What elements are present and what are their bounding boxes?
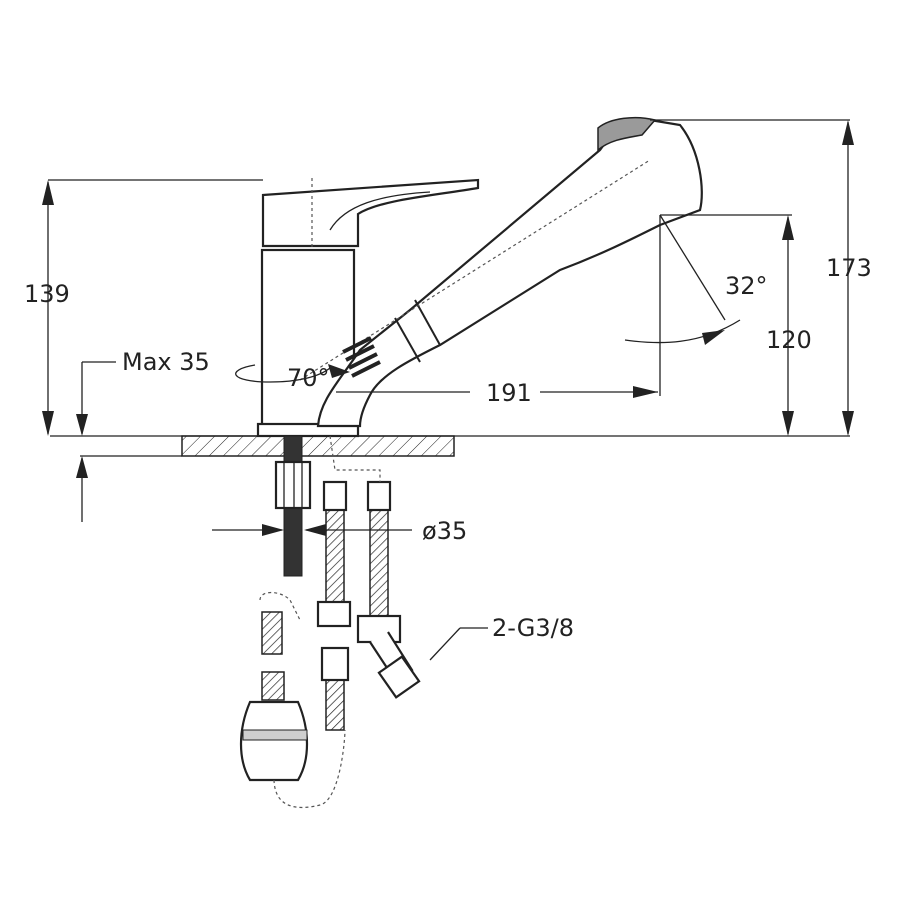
- dim-spout-reach: 191: [486, 379, 532, 407]
- connections: [259, 435, 421, 731]
- spring-icon: [342, 336, 381, 378]
- dim-body-height: 139: [24, 280, 70, 308]
- dim-swivel-angle: 70°: [287, 364, 330, 392]
- dim-max-deck: Max 35: [122, 348, 210, 376]
- worktop: [50, 435, 850, 457]
- dimension-lines: [42, 119, 854, 661]
- hose-weight: [239, 611, 346, 809]
- dim-overall-height: 173: [826, 254, 872, 282]
- dim-spout-height: 120: [766, 326, 812, 354]
- faucet-body: [256, 178, 480, 438]
- spout: [299, 116, 703, 428]
- dim-connection-thread: 2-G3/8: [492, 614, 574, 642]
- dim-spray-angle: 32°: [725, 272, 768, 300]
- dim-hole-diameter: ø35: [422, 517, 467, 545]
